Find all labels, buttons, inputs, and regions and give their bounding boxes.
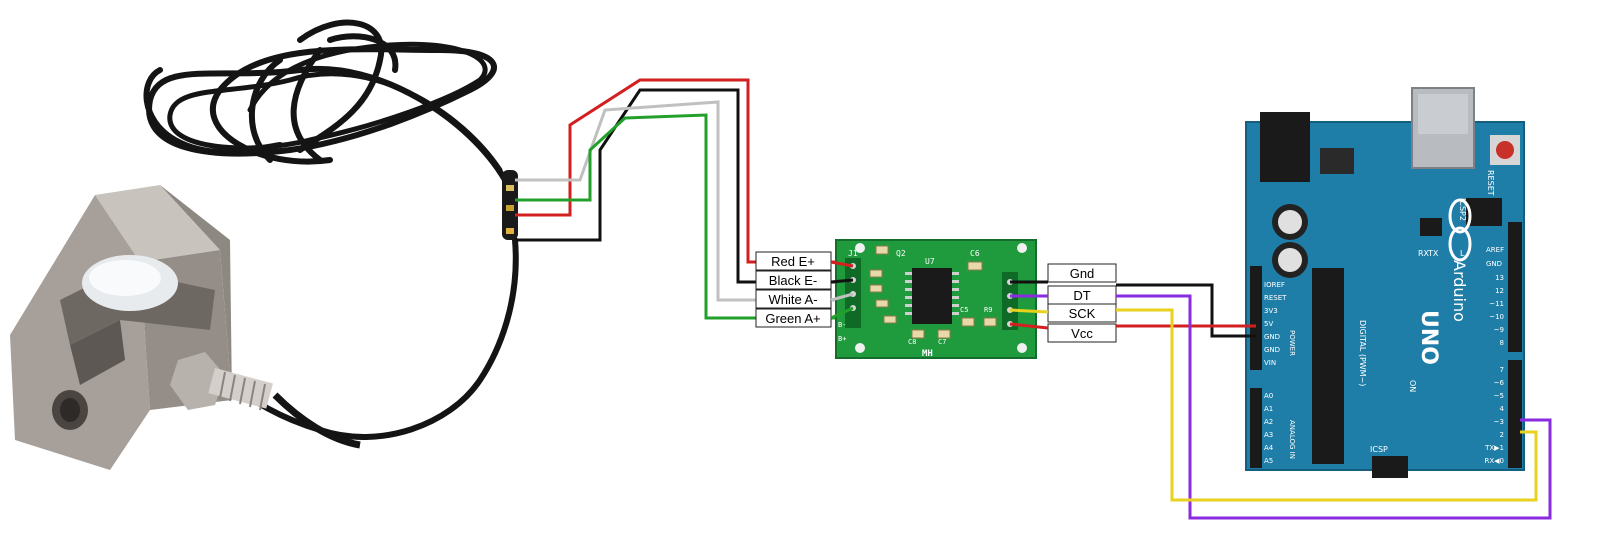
svg-text:AREF: AREF [1486,246,1504,254]
reset-button[interactable] [1496,141,1514,159]
svg-text:RX: RX [1418,249,1430,258]
svg-text:12: 12 [1495,287,1504,295]
svg-text:~9: ~9 [1494,326,1504,334]
label-black-e-minus: Black E- [755,270,832,290]
label-dt: DT [1047,285,1117,305]
arduino-wires [1116,283,1552,520]
svg-text:GND: GND [1264,346,1280,354]
cable-coil-image [143,19,519,440]
label-gnd: Gnd [1047,263,1117,283]
svg-text:ANALOG IN: ANALOG IN [1288,420,1296,459]
svg-text:J1: J1 [848,249,858,258]
load-cell-image [10,185,361,470]
svg-text:RESET: RESET [1264,294,1287,302]
svg-text:IOREF: IOREF [1264,281,1285,289]
svg-text:ICSP2: ICSP2 [1458,198,1467,221]
svg-text:A5: A5 [1264,457,1273,465]
arduino-uno-board: RESET ICSP2 ICSP Arduino UNO DIGITAL (PW… [1245,87,1525,478]
load-cell-label-list: Red E+ Black E- White A- Green A+ [755,251,832,328]
svg-text:White A-: White A- [768,292,817,307]
svg-text:4: 4 [1500,405,1505,413]
arduino-label-list: Gnd DT SCK Vcc [1047,263,1117,343]
svg-text:UNO: UNO [1416,310,1441,365]
svg-text:5V: 5V [1264,320,1273,328]
svg-text:Vcc: Vcc [1071,326,1093,341]
svg-text:13: 13 [1495,274,1504,282]
svg-text:U7: U7 [925,257,935,266]
svg-text:Arduino: Arduino [1450,260,1469,322]
hx711-board: J1 B- B+ U7 Q2 C6 C8 C7 C5 R9 MH [835,239,1037,359]
svg-text:TX▶1: TX▶1 [1484,444,1504,452]
svg-text:~3: ~3 [1494,418,1504,426]
svg-text:~6: ~6 [1494,379,1505,387]
svg-text:ICSP: ICSP [1370,445,1388,454]
svg-text:MH: MH [922,349,933,359]
svg-text:C6: C6 [970,249,980,258]
svg-text:~5: ~5 [1494,392,1504,400]
svg-text:B+: B+ [838,335,846,343]
svg-text:L: L [1460,249,1465,258]
svg-text:~10: ~10 [1489,313,1504,321]
svg-text:Black E-: Black E- [769,273,817,288]
label-green-a-plus: Green A+ [755,308,832,328]
svg-text:Green A+: Green A+ [765,311,820,326]
svg-text:C7: C7 [938,338,946,346]
svg-text:Red E+: Red E+ [771,254,815,269]
load-cell-wires [515,78,840,320]
label-sck: SCK [1047,303,1117,323]
svg-text:Gnd: Gnd [1070,266,1095,281]
svg-text:DIGITAL (PWM~): DIGITAL (PWM~) [1358,320,1367,386]
svg-text:C8: C8 [908,338,916,346]
svg-text:A1: A1 [1264,405,1273,413]
svg-text:GND: GND [1264,333,1280,341]
label-red-e-plus: Red E+ [755,251,832,271]
svg-text:DT: DT [1073,288,1090,303]
power-jack [1260,112,1310,182]
svg-text:3V3: 3V3 [1264,307,1278,315]
svg-text:B-: B- [838,321,846,329]
hx711-left-stubs [830,260,854,320]
svg-text:RX◀0: RX◀0 [1485,457,1505,465]
svg-text:A3: A3 [1264,431,1273,439]
svg-text:Q2: Q2 [896,249,906,258]
svg-text:R9: R9 [984,306,992,314]
svg-text:~11: ~11 [1489,300,1504,308]
svg-text:7: 7 [1500,366,1504,374]
svg-text:TX: TX [1427,249,1439,258]
hx711-right-stubs [1009,280,1049,330]
svg-text:A2: A2 [1264,418,1273,426]
label-white-a-minus: White A- [755,289,832,309]
svg-text:GND: GND [1486,260,1502,268]
cable-end [502,170,518,240]
svg-text:POWER: POWER [1288,330,1296,356]
svg-text:8: 8 [1500,339,1504,347]
svg-text:C5: C5 [960,306,968,314]
svg-text:ON: ON [1408,380,1417,392]
svg-text:VIN: VIN [1264,359,1276,367]
svg-text:A0: A0 [1264,392,1273,400]
svg-text:RESET: RESET [1486,170,1495,196]
svg-text:SCK: SCK [1069,306,1096,321]
svg-text:A4: A4 [1264,444,1274,452]
svg-text:2: 2 [1500,431,1504,439]
label-vcc: Vcc [1047,323,1117,343]
